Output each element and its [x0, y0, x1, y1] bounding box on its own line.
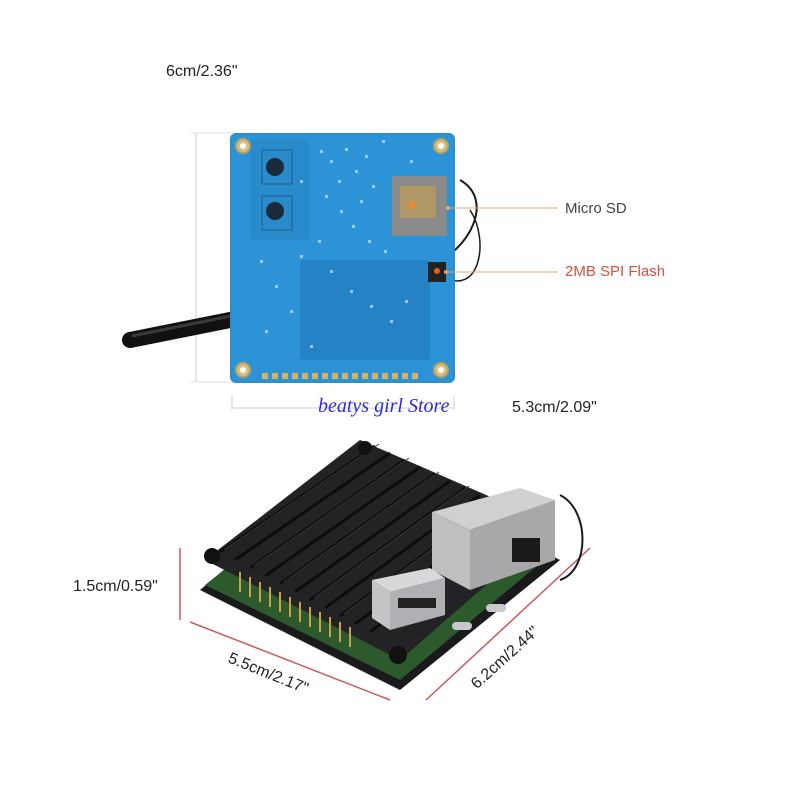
store-watermark: beatys girl Store: [318, 395, 450, 417]
dimension-guides-bottom: [179, 547, 591, 701]
board-width-label: 5.3cm/2.09": [512, 399, 597, 416]
micro-sd-callout: Micro SD: [565, 200, 627, 217]
case-height-label: 1.5cm/0.59": [73, 578, 158, 595]
dimension-guides-top: [190, 132, 455, 410]
antenna: [122, 310, 248, 348]
blue-pcb-board: [230, 133, 455, 383]
board-height-label: 6cm/2.36": [166, 63, 238, 80]
heatsink-case: [200, 440, 560, 690]
spi-flash-callout: 2MB SPI Flash: [565, 263, 666, 280]
